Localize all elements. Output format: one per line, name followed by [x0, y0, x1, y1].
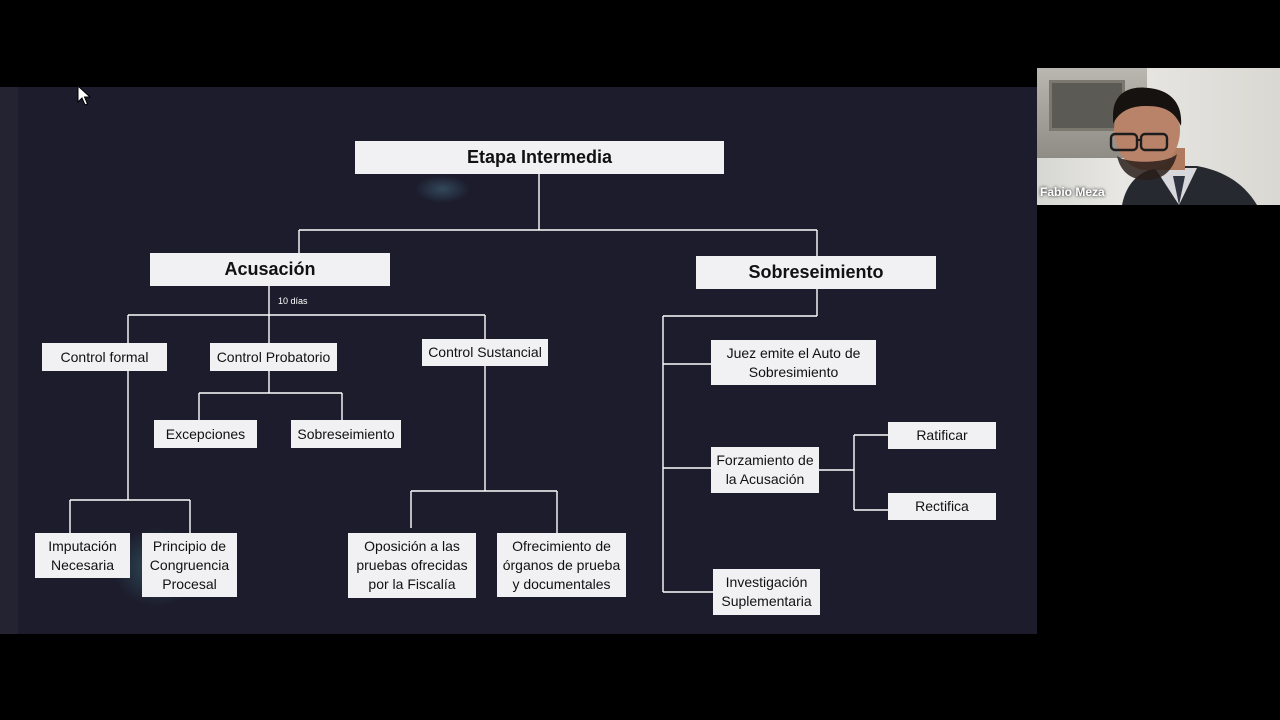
line: Suplementaria	[721, 593, 812, 609]
decorative-glow	[415, 175, 470, 203]
node-imputacion-necesaria: Imputación Necesaria	[35, 533, 130, 578]
line: Procesal	[162, 575, 217, 592]
node-acusacion: Acusación	[150, 253, 390, 286]
line: Sobresimiento	[748, 363, 839, 380]
line: Oposición a las	[364, 538, 460, 554]
line: Investigación	[725, 574, 808, 590]
node-principio-congruencia: Principio de Congruencia Procesal	[142, 533, 237, 597]
node-forzamiento-acusacion: Forzamiento de la Acusación	[711, 447, 819, 493]
node-control-formal: Control formal	[42, 343, 167, 371]
presentation-slide: Etapa Intermedia Acusación 10 días Sobre…	[0, 87, 1037, 634]
slide-left-edge	[0, 87, 18, 634]
line: la Acusación	[725, 471, 805, 487]
node-ofrecimiento-organos: Ofrecimiento de órganos de prueba y docu…	[497, 533, 626, 597]
node-juez-emite-auto: Juez emite el Auto de Sobresimiento	[711, 340, 876, 385]
node-sobreseimiento-sub: Sobreseimiento	[291, 420, 401, 448]
line: Congruencia	[149, 556, 230, 573]
participant-video-tile[interactable]: Fabio Meza	[1037, 68, 1280, 205]
node-ratificar: Ratificar	[888, 422, 996, 449]
line: Forzamiento de	[716, 452, 814, 468]
node-excepciones: Excepciones	[154, 420, 257, 448]
node-control-probatorio: Control Probatorio	[210, 343, 337, 371]
line: y documentales	[512, 575, 611, 592]
mouse-pointer-icon	[77, 85, 91, 106]
line: Imputación	[48, 537, 117, 554]
line: Necesaria	[50, 556, 115, 573]
node-investigacion-suplementaria: Investigación Suplementaria	[713, 569, 820, 615]
node-oposicion-pruebas: Oposición a las pruebas ofrecidas por la…	[348, 533, 476, 598]
duration-note: 10 días	[278, 296, 308, 306]
line: Ofrecimiento de	[512, 537, 611, 554]
line: por la Fiscalía	[368, 576, 456, 592]
connector-lines	[69, 174, 888, 593]
node-sobreseimiento: Sobreseimiento	[696, 256, 936, 289]
node-control-sustancial: Control Sustancial	[422, 339, 548, 366]
line: Principio de	[152, 537, 227, 554]
title-etapa-intermedia: Etapa Intermedia	[355, 141, 724, 174]
node-rectifica: Rectifica	[888, 493, 996, 520]
participant-name: Fabio Meza	[1040, 185, 1105, 199]
line: pruebas ofrecidas	[356, 557, 468, 573]
participant-avatar	[1109, 87, 1257, 205]
line: órganos de prueba	[502, 556, 621, 573]
line: Juez emite el Auto de	[726, 344, 861, 361]
